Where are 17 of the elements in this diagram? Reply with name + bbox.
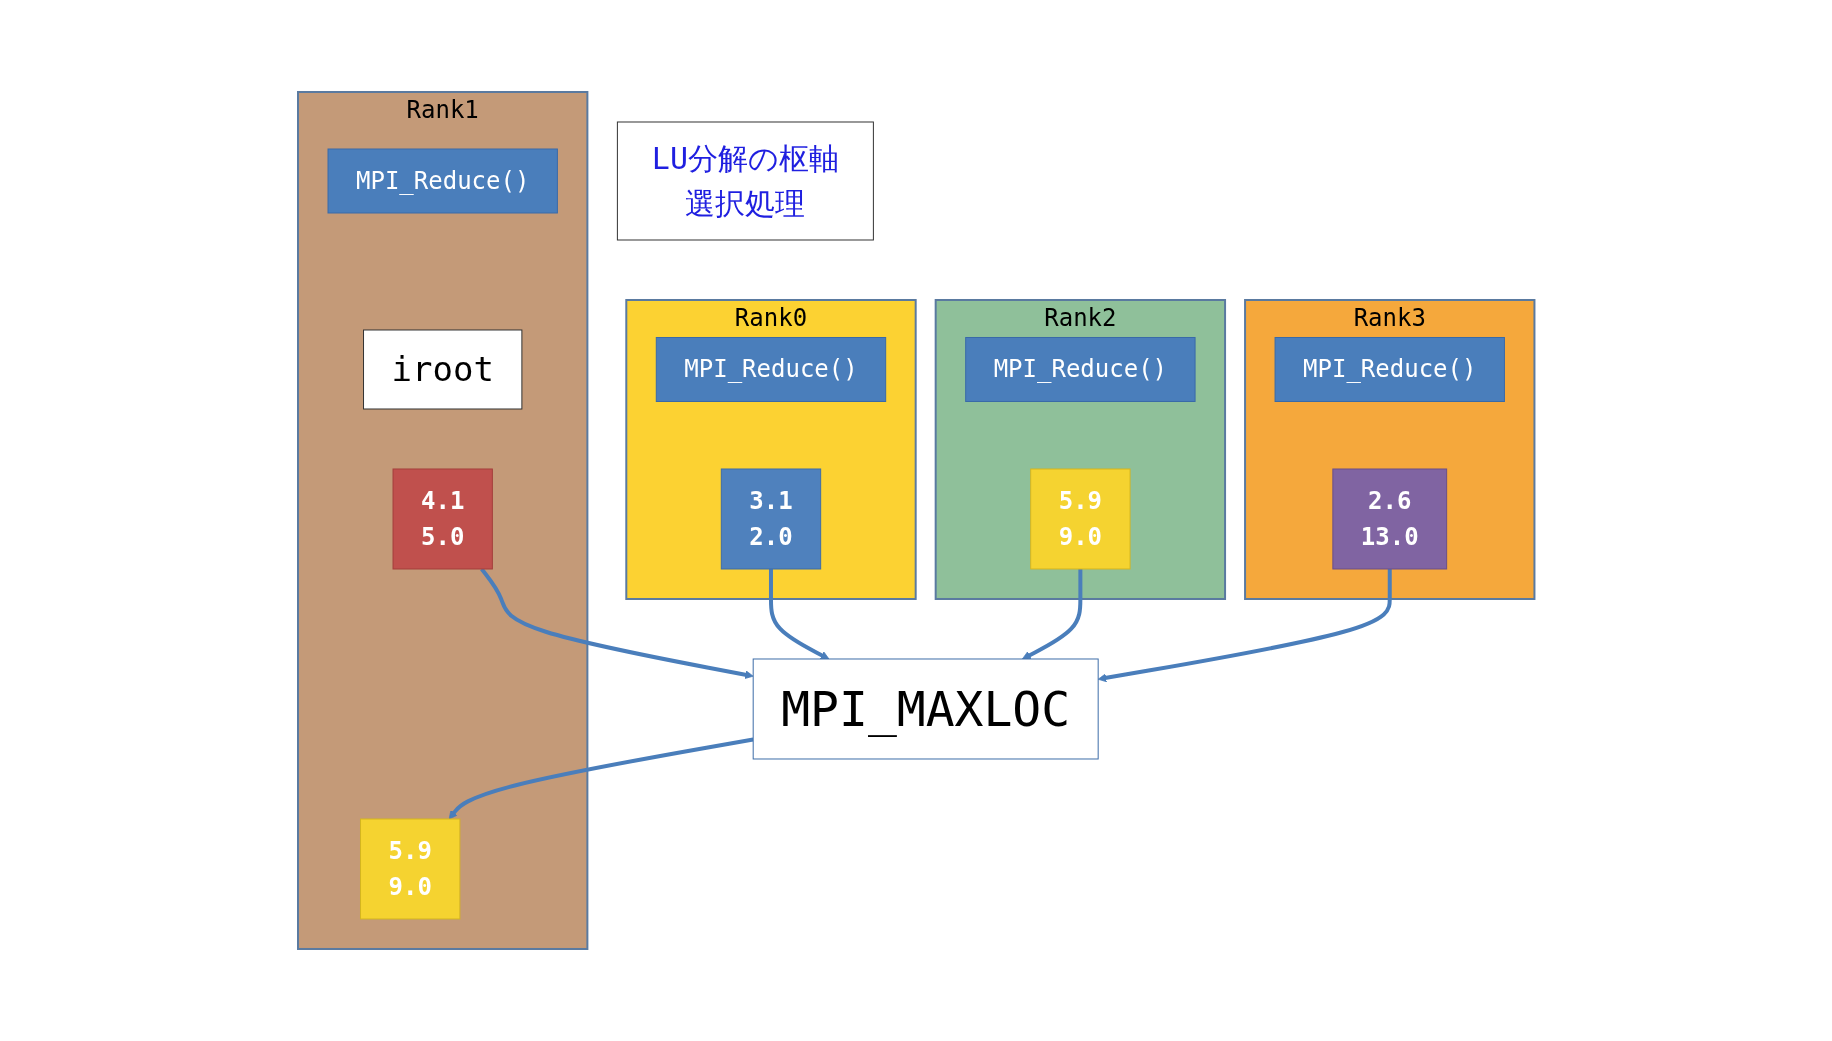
arrow (768, 569, 830, 660)
node-box: MPI_MAXLOC (752, 658, 1099, 760)
node-box: MPI_Reduce() (1274, 337, 1505, 402)
node-box: iroot (362, 329, 523, 410)
node-box: MPI_Reduce() (327, 148, 558, 214)
node-box: MPI_Reduce() (964, 337, 1196, 402)
arrow (479, 567, 754, 679)
node-box: 4.1 5.0 (392, 468, 493, 570)
node-box: 5.9 9.0 (359, 818, 461, 920)
node-box: 2.6 13.0 (1332, 468, 1447, 570)
node-box: LU分解の枢軸選択処理 (616, 121, 874, 241)
node-box: 5.9 9.0 (1029, 468, 1131, 570)
node-box: MPI_Reduce() (655, 337, 886, 402)
arrow (1021, 569, 1083, 660)
arrow (448, 737, 754, 820)
arrow (1097, 569, 1392, 683)
node-box: 3.1 2.0 (720, 468, 821, 570)
